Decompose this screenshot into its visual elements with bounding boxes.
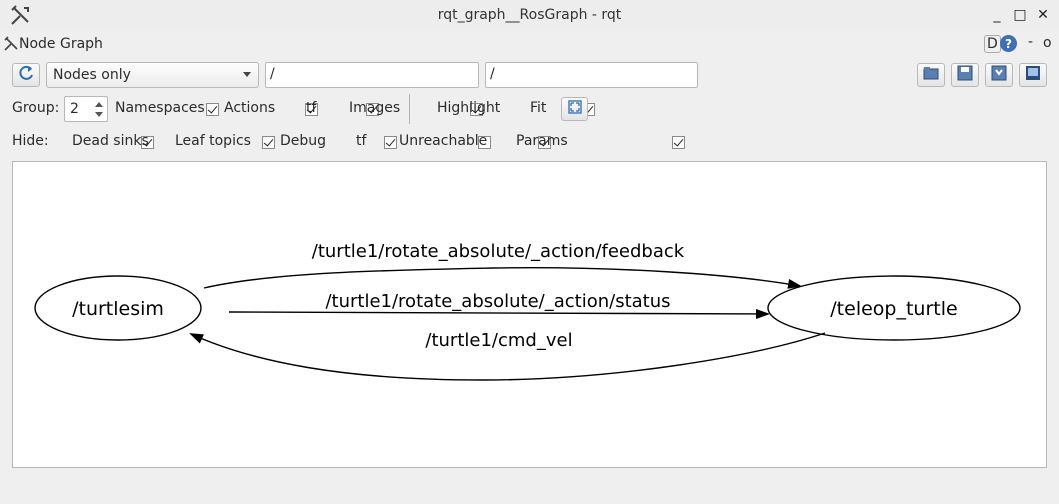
hide-tf-label: tf: [356, 133, 367, 149]
chevron-down-icon: [243, 72, 251, 77]
dock-float-button[interactable]: -: [1028, 34, 1034, 50]
images-label: Images: [349, 100, 401, 116]
dock-header: D ? - o: [0, 31, 1059, 57]
graph-svg: /turtlesim /teleop_turtle /turtle1/rotat…: [34, 241, 1021, 381]
graph-node-teleop-turtle[interactable]: [767, 275, 1021, 341]
help-icon[interactable]: ?: [1000, 35, 1017, 52]
debug-checkbox[interactable]: [384, 136, 398, 149]
save-dot-button[interactable]: [951, 63, 979, 87]
tf-checkbox[interactable]: [365, 103, 379, 116]
graph-mode-value: Nodes only: [53, 67, 131, 83]
leaf-topics-label: Leaf topics: [175, 133, 251, 149]
node-filter-input[interactable]: /: [265, 62, 479, 88]
chevron-up-icon[interactable]: [95, 102, 103, 107]
app-tools-icon: [9, 5, 31, 31]
params-label: Params: [516, 133, 568, 149]
namespaces-checkbox[interactable]: [206, 103, 219, 116]
graph-node-turtlesim[interactable]: [34, 275, 202, 341]
unreachable-label: Unreachable: [399, 133, 488, 149]
graph-canvas[interactable]: /turtlesim /teleop_turtle /turtle1/rotat…: [12, 161, 1047, 468]
group-spin-value: 2: [70, 101, 79, 117]
load-dot-button[interactable]: [917, 63, 945, 87]
dock-close-button[interactable]: o: [1043, 35, 1052, 51]
save-dot-icon: [957, 65, 973, 85]
folder-icon: [923, 66, 939, 84]
topic-filter-input[interactable]: /: [485, 62, 698, 88]
debug-label: Debug: [280, 133, 327, 149]
chevron-down-icon[interactable]: [95, 112, 103, 117]
maximize-button[interactable]: □: [1013, 7, 1027, 23]
graph-edge-cmd-vel[interactable]: [189, 332, 826, 381]
close-button[interactable]: ✕: [1037, 7, 1049, 23]
fit-view-button[interactable]: [561, 97, 588, 121]
graph-node-label: /turtlesim: [72, 298, 164, 320]
graph-edge-label: /turtle1/cmd_vel: [425, 330, 572, 351]
graph-edge-feedback[interactable]: [203, 266, 802, 289]
save-image-button[interactable]: [1019, 63, 1047, 87]
tf-label: tf: [306, 100, 317, 116]
namespaces-label: Namespaces: [115, 100, 205, 116]
refresh-button[interactable]: [12, 63, 40, 87]
dead-sinks-checkbox[interactable]: [141, 136, 155, 149]
group-label: Group:: [12, 100, 60, 116]
actions-label: Actions: [224, 100, 276, 116]
save-svg-icon: [991, 65, 1007, 85]
save-svg-button[interactable]: [985, 63, 1013, 87]
unreachable-checkbox[interactable]: [538, 136, 552, 149]
dock-tools-icon: [3, 36, 19, 56]
dock-title: Node Graph: [19, 36, 103, 52]
toolbar-separator: [409, 94, 410, 124]
highlight-checkbox[interactable]: [470, 103, 484, 116]
fit-label: Fit: [530, 100, 547, 116]
group-spinbox[interactable]: 2: [64, 96, 108, 122]
hide-tf-checkbox[interactable]: [477, 136, 491, 149]
params-checkbox[interactable]: [671, 136, 685, 149]
title-bar: rqt_graph__RosGraph - rqt _ □ ✕: [0, 0, 1059, 31]
minimize-button[interactable]: _: [993, 7, 1001, 23]
graph-edge-status[interactable]: [228, 308, 770, 319]
dead-sinks-label: Dead sinks: [72, 133, 149, 149]
graph-node-label: /teleop_turtle: [830, 298, 957, 320]
actions-checkbox[interactable]: [305, 103, 319, 116]
hide-label: Hide:: [12, 133, 49, 149]
refresh-icon: [17, 64, 35, 86]
graph-edge-label: /turtle1/rotate_absolute/_action/status: [325, 291, 670, 312]
highlight-label: Highlight: [437, 100, 501, 116]
graph-mode-combo[interactable]: Nodes only: [46, 62, 259, 88]
window-title: rqt_graph__RosGraph - rqt: [437, 7, 622, 23]
graph-edge-label: /turtle1/rotate_absolute/_action/feedbac…: [312, 241, 685, 262]
leaf-topics-checkbox[interactable]: [261, 136, 275, 149]
image-icon: [1025, 65, 1041, 85]
dock-help-badge[interactable]: D: [984, 35, 1001, 53]
fit-view-icon: [567, 99, 583, 119]
